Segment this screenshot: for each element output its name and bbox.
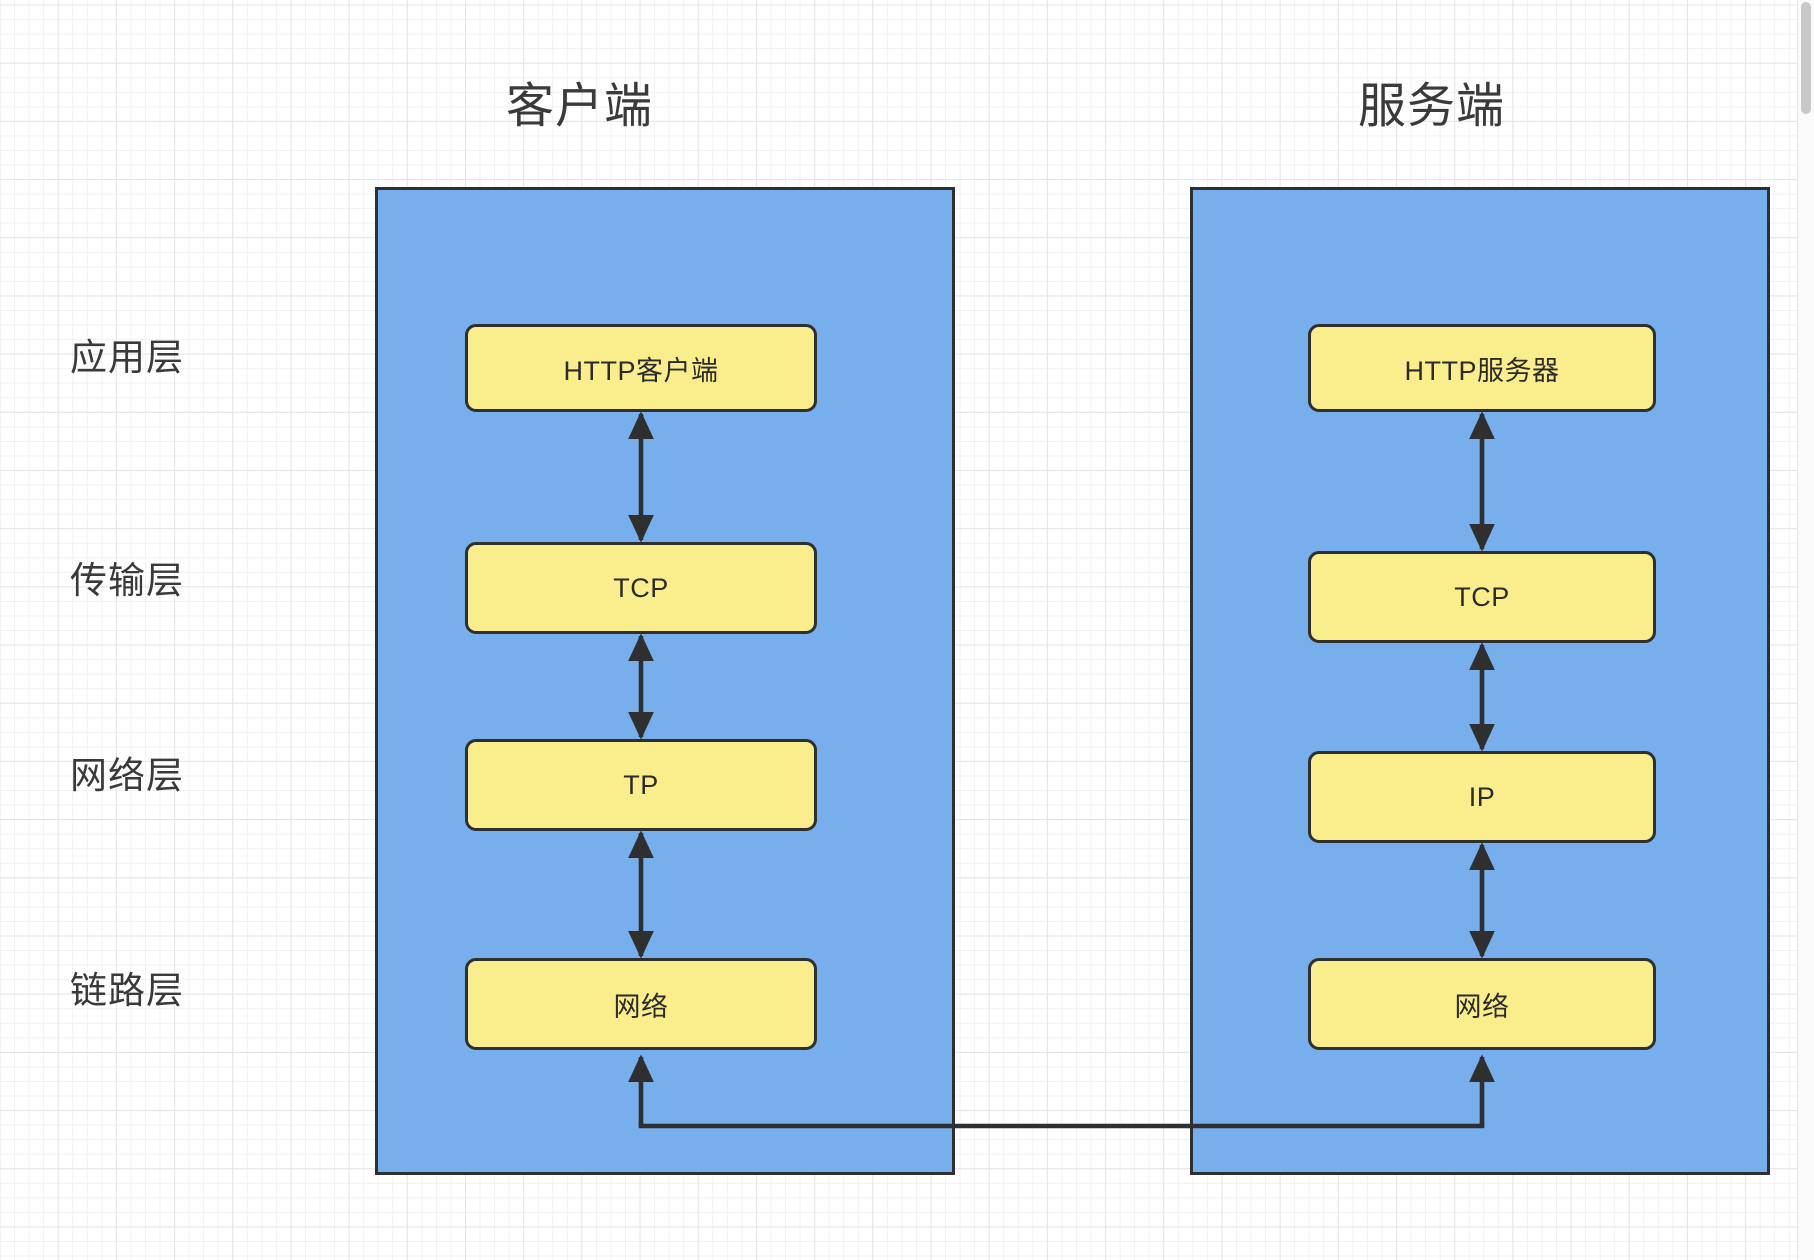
row-label-link: 链路层 [70,970,184,1011]
row-label-application: 应用层 [70,337,184,378]
row-label-network: 网络层 [70,755,184,796]
server-node-transport[interactable]: TCP [1308,551,1656,643]
client-node-network[interactable]: TP [465,739,817,831]
server-column-title: 服务端 [1358,80,1506,133]
client-column-title: 客户端 [506,80,654,133]
vertical-scrollbar-thumb[interactable] [1801,2,1811,114]
vertical-scrollbar-track[interactable] [1797,0,1814,1260]
client-node-link[interactable]: 网络 [465,958,817,1050]
row-label-transport: 传输层 [70,560,184,601]
server-node-application[interactable]: HTTP服务器 [1308,324,1656,412]
server-node-link[interactable]: 网络 [1308,958,1656,1050]
server-node-network[interactable]: IP [1308,751,1656,843]
client-node-application[interactable]: HTTP客户端 [465,324,817,412]
client-node-transport[interactable]: TCP [465,542,817,634]
